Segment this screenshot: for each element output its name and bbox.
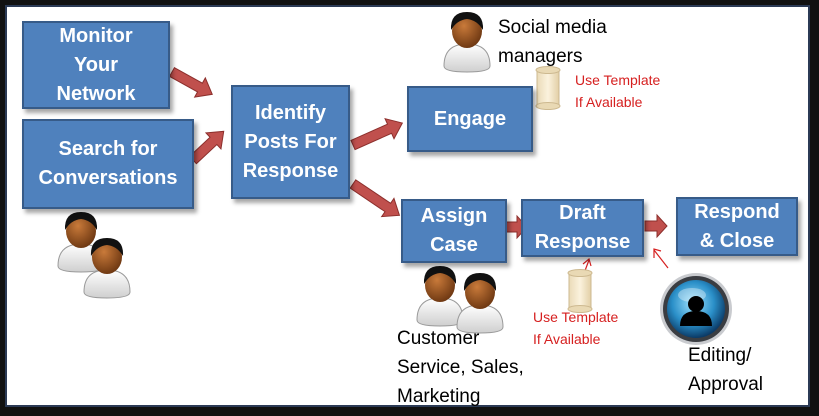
template-note-top: Use Template If Available xyxy=(575,72,661,110)
draft-response-box: Draft Response xyxy=(521,199,644,257)
identify-posts-box: Identify Posts For Response xyxy=(231,85,350,199)
arrow-icon xyxy=(644,213,668,239)
person-icon xyxy=(416,265,464,327)
identify-posts-label: Identify Posts For Response xyxy=(242,101,339,182)
editing-approval-label: Editing/ Approval xyxy=(688,345,763,395)
monitor-network-label: Monitor Your Network xyxy=(56,24,136,105)
approval-avatar-icon xyxy=(660,273,732,345)
arrow-icon xyxy=(168,66,213,98)
engage-label: Engage xyxy=(433,107,507,130)
arrow-icon xyxy=(188,130,225,165)
search-conversations-box: Search for Conversations xyxy=(22,119,194,209)
template-note-bottom: Use Template If Available xyxy=(533,309,619,347)
assign-case-box: Assign Case xyxy=(401,199,507,263)
arrow-icon xyxy=(350,117,404,151)
assign-case-label: Assign Case xyxy=(420,205,488,256)
social-media-managers-label: Social media managers xyxy=(498,17,607,67)
arrow-icon xyxy=(349,179,401,218)
monitor-network-box: Monitor Your Network xyxy=(22,21,170,109)
scroll-icon xyxy=(535,66,561,110)
person-icon xyxy=(443,11,491,73)
customer-service-label: Customer Service, Sales, Marketing xyxy=(397,328,524,407)
draft-response-label: Draft Response xyxy=(534,202,631,253)
respond-close-label: Respond & Close xyxy=(694,200,780,252)
respond-close-box: Respond & Close xyxy=(676,197,798,256)
engage-box: Engage xyxy=(407,86,533,152)
search-conversations-label: Search for Conversations xyxy=(38,138,178,189)
